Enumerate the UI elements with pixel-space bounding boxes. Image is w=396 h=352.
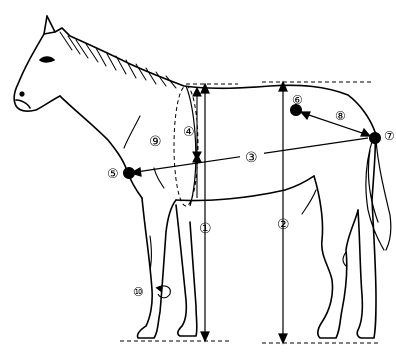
label-7: ⑦ xyxy=(384,129,395,143)
label-9: ⑨ xyxy=(149,134,162,150)
horse-face xyxy=(14,34,60,111)
label-10: ⑩ xyxy=(133,285,144,299)
horse-figure xyxy=(14,16,391,338)
horse-throat xyxy=(60,96,126,168)
horse-hind-leg-far xyxy=(357,200,376,338)
label-6: ⑥ xyxy=(292,93,303,107)
horse-mane xyxy=(60,32,176,88)
horse-shoulder-detail xyxy=(124,116,140,148)
horse-nostril xyxy=(20,92,24,96)
label-1: ① xyxy=(199,221,212,237)
horse-hind-leg-near xyxy=(314,176,358,338)
horse-ear xyxy=(44,16,55,34)
point-7-marker xyxy=(369,132,381,144)
label-3: ③ xyxy=(245,150,258,166)
label-5: ⑤ xyxy=(107,167,119,182)
label-8: ⑧ xyxy=(335,109,346,123)
horse-elbow-detail xyxy=(154,168,164,188)
label-2: ② xyxy=(277,217,290,233)
horse-tail xyxy=(366,138,391,250)
measure-1-withers-height xyxy=(201,84,209,341)
horse-eye xyxy=(40,57,54,62)
horse-front-leg-far xyxy=(176,205,197,336)
measure-2-croup-height xyxy=(279,82,287,343)
horse-mouth xyxy=(16,100,30,108)
horse-front-leg-near xyxy=(137,198,176,338)
label-4: ④ xyxy=(183,125,195,140)
measure-9-heart-girth xyxy=(174,86,198,206)
point-5-marker xyxy=(123,167,135,179)
horse-topline xyxy=(47,16,375,132)
horse-stifle-detail xyxy=(302,190,316,214)
